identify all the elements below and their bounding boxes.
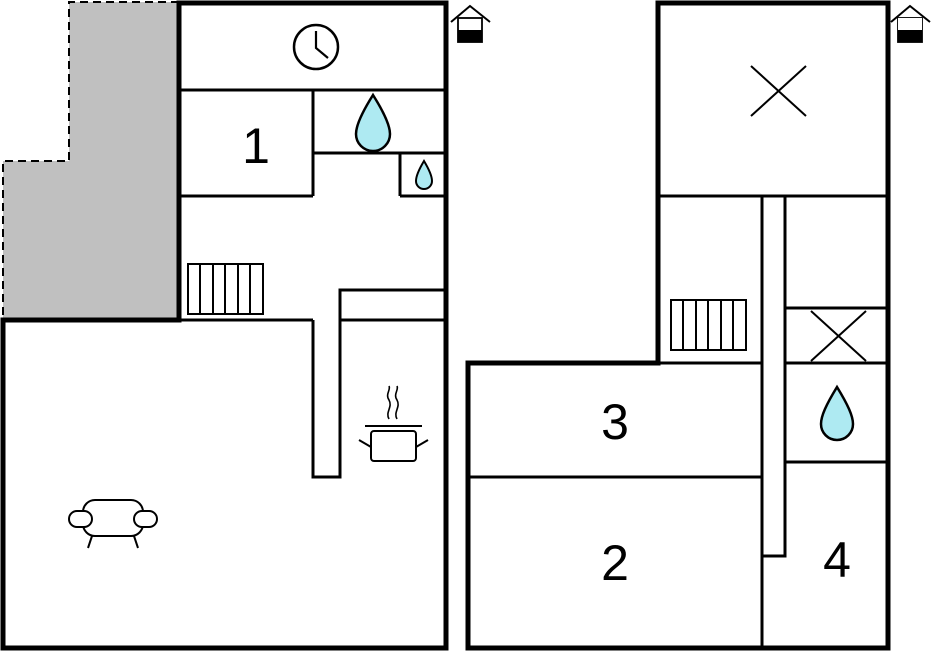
bedroom-1-label: 1: [242, 118, 270, 174]
living-room-sofa-icon: [68, 499, 158, 549]
upper-floor: 3 2 4: [465, 0, 931, 651]
house-upper-floor-icon: [890, 4, 931, 43]
kitchen-cooking-pot-icon: [358, 385, 429, 462]
house-ground-floor-icon: [450, 4, 491, 43]
ground-floor-interior-walls: [179, 88, 446, 479]
toilet-water-drop-icon: [414, 159, 434, 190]
shaft-cross-icon: [810, 310, 867, 362]
terrace-area: [2, 1, 179, 320]
upper-floor-interior-walls: [468, 194, 888, 648]
bedroom-4-label: 4: [823, 532, 851, 588]
upper-bathroom-water-drop-icon: [819, 384, 855, 442]
bedroom-2-label: 2: [601, 535, 629, 591]
bathroom-water-drop-icon: [354, 92, 392, 153]
ground-floor: 1: [0, 0, 491, 651]
bedroom-3-label: 3: [601, 394, 629, 450]
clock-icon: [292, 23, 340, 71]
void-cross-icon: [750, 65, 807, 117]
upper-floor-stairs-icon: [670, 299, 747, 351]
ground-floor-stairs-icon: [187, 263, 264, 315]
